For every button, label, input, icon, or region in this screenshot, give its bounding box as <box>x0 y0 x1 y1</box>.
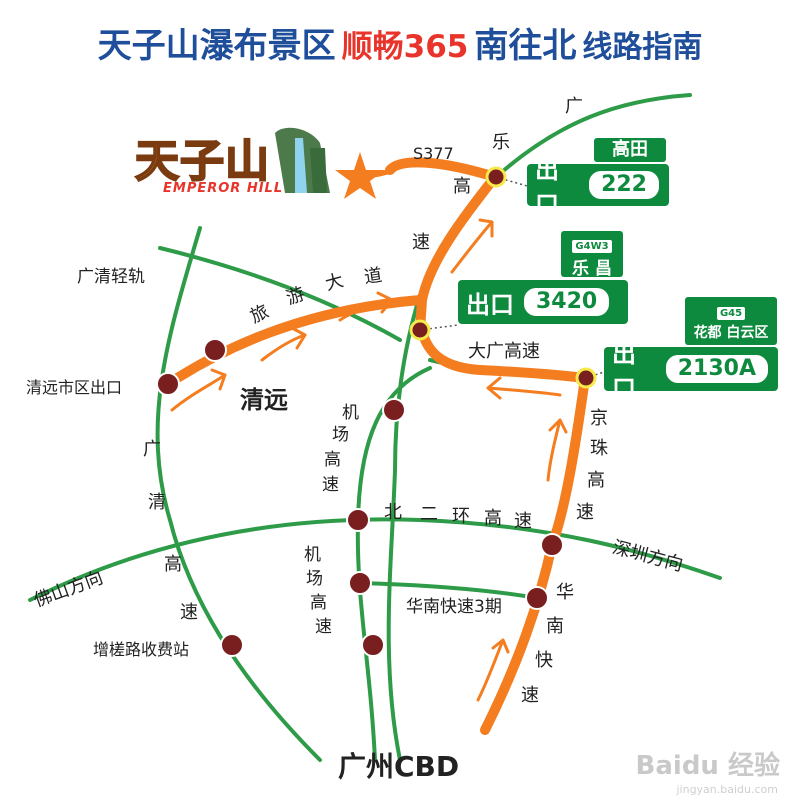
logo-text: 天子山 <box>134 135 270 188</box>
label-huanan-2: 南 <box>546 616 564 637</box>
label-guangqing-rail: 广清轻轨 <box>77 267 145 287</box>
node-ring-west <box>346 508 370 532</box>
label-beierhuan-1: 北 <box>384 502 402 523</box>
label-guangle-1: 广 <box>565 96 583 117</box>
label-jichang2-1: 机 <box>304 545 321 565</box>
exit-sign-huadu-label: 出口 <box>612 340 636 403</box>
label-jingzhu-2: 珠 <box>590 438 608 459</box>
exit-sign-huadu-place: 花都 白云区 <box>693 325 769 341</box>
node-ring-east <box>540 533 564 557</box>
label-guangqing-1: 广 <box>143 439 161 460</box>
label-daguang: 大广高速 <box>468 341 540 362</box>
label-guangle-2: 乐 <box>492 132 510 153</box>
node-huanan-west <box>348 571 372 595</box>
label-zengcha: 增槎路收费站 <box>93 640 190 659</box>
title-route-guide: 线路指南 <box>582 30 703 65</box>
label-beierhuan-4: 高 <box>484 508 502 529</box>
arrow-icon-6 <box>546 418 568 482</box>
label-guangle-3: 高 <box>453 176 471 197</box>
exit-sign-huadu-badge: G45 <box>716 307 746 320</box>
route-daguang-link <box>417 325 590 383</box>
label-jingzhu-4: 速 <box>576 502 594 523</box>
title-scenic-area: 天子山瀑布景区 <box>97 26 336 66</box>
road-north-ring-expressway <box>28 517 722 602</box>
label-qingyuan-exit: 清远市区出口 <box>26 378 123 397</box>
junction-huadu <box>575 367 597 389</box>
baidu-watermark: Baidu 经验 <box>635 751 780 781</box>
logo-subtext: EMPEROR HILL <box>163 181 284 196</box>
waterfall-icon <box>275 127 330 193</box>
arrow-icon-7 <box>476 638 510 702</box>
label-jichang2-2: 场 <box>306 569 323 589</box>
node-airport-north <box>382 398 406 422</box>
label-huanan3: 华南快速3期 <box>406 597 502 617</box>
label-guangqing-4: 速 <box>180 602 198 623</box>
exit-sign-huadu-place-box: G45 花都 白云区 <box>685 297 777 345</box>
label-huanan-3: 快 <box>535 650 553 671</box>
baidu-watermark-url: jingyan.baidu.com <box>676 783 778 796</box>
label-guangqing-2: 清 <box>148 492 166 513</box>
label-jichang1-3: 高 <box>324 450 341 470</box>
node-airport-south <box>361 633 385 657</box>
arrow-icon-1 <box>170 368 227 412</box>
exit-sign-lechang-badge: G4W3 <box>572 240 612 253</box>
label-beierhuan-3: 环 <box>452 506 470 527</box>
label-jingzhu-3: 高 <box>587 470 605 491</box>
arrow-icon-2 <box>260 326 307 362</box>
label-lvyou-4: 道 <box>362 264 384 289</box>
label-jingzhu-1: 京 <box>590 408 608 429</box>
exit-sign-huadu: 出口 2130A <box>604 340 778 403</box>
label-qingyuan: 清远 <box>240 386 288 414</box>
label-jichang2-4: 速 <box>315 617 332 637</box>
node-zengcha <box>220 633 244 657</box>
label-guangzhou-cbd: 广州CBD <box>338 750 460 783</box>
label-s377: S377 <box>413 144 454 163</box>
exit-sign-gaotian: 出口 222 <box>527 156 669 219</box>
road-airport-expressway-east <box>386 293 422 762</box>
label-huanan-1: 华 <box>556 582 574 603</box>
exit-sign-lechang-number: 3420 <box>522 286 612 318</box>
exit-sign-lechang-place-box: G4W3 乐 昌 <box>561 231 623 279</box>
exit-sign-huadu-number: 2130A <box>663 353 770 385</box>
label-jichang2-3: 高 <box>310 593 327 613</box>
route-s377 <box>385 157 500 182</box>
road-guangle-top <box>493 93 692 180</box>
exit-sign-lechang-label: 出口 <box>466 290 514 319</box>
label-jichang1-1: 机 <box>342 403 359 423</box>
label-huanan-4: 速 <box>521 685 539 706</box>
exit-sign-gaotian-place: 高田 <box>594 138 666 162</box>
road-airport-expressway-west <box>355 366 432 762</box>
node-huanan-east <box>525 586 549 610</box>
exit-sign-gaotian-label: 出口 <box>535 156 559 219</box>
label-jichang1-4: 速 <box>322 475 339 495</box>
exit-sign-lechang-place: 乐 昌 <box>572 259 612 279</box>
label-beierhuan-5: 速 <box>514 511 532 532</box>
arrow-icon-3 <box>338 291 394 322</box>
node-qingyuan <box>203 338 227 362</box>
label-jichang1-2: 场 <box>332 425 349 445</box>
route-jingzhu-expressway <box>480 373 590 735</box>
label-guangqing-3: 高 <box>164 554 182 575</box>
junction-gaotian <box>485 166 507 188</box>
label-guangle-4: 速 <box>412 232 430 253</box>
emperor-hill-logo: 天子山 EMPEROR HILL <box>134 123 345 203</box>
arrow-icon-5 <box>486 376 562 400</box>
destination-star-icon <box>335 152 385 199</box>
label-beierhuan-2: 二 <box>420 504 438 525</box>
junction-lechang <box>409 319 431 341</box>
title-smooth: 顺畅365 <box>341 29 469 65</box>
road-guangqing-rail <box>158 246 402 342</box>
title-direction: 南往北 <box>474 26 577 66</box>
road-guangqing-expressway <box>155 226 322 762</box>
exit-sign-lechang: 出口 3420 <box>458 280 628 324</box>
node-qingyuan-exit <box>156 372 180 396</box>
exit-sign-gaotian-number: 222 <box>587 169 661 201</box>
arrow-icon-4 <box>450 218 494 274</box>
route-guangle-expressway <box>415 172 500 335</box>
road-huanan-expressway-3 <box>356 581 539 600</box>
